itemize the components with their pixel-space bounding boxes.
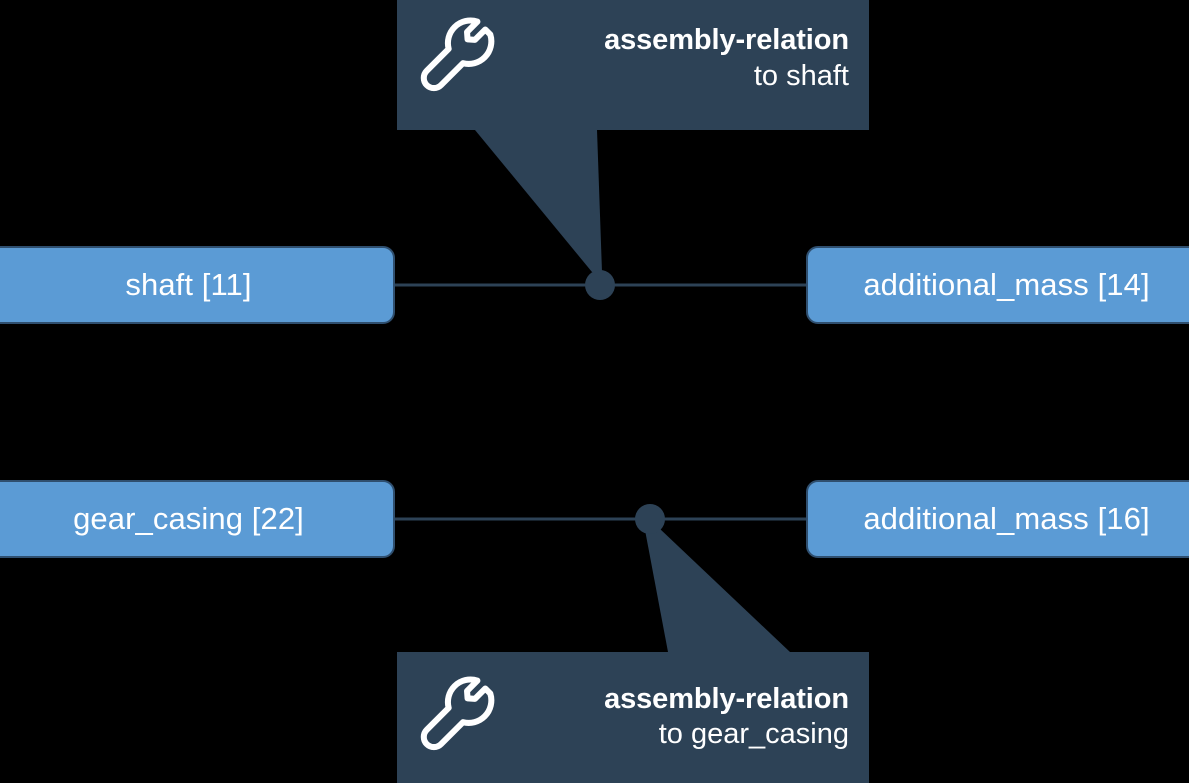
node-additional-mass-16[interactable]: additional_mass [16] xyxy=(806,480,1189,558)
node-label: shaft [11] xyxy=(125,267,252,302)
tooltip-text: assembly-relation to shaft xyxy=(503,24,853,94)
wrench-icon xyxy=(420,17,495,92)
tooltip-subtitle: to gear_casing xyxy=(658,718,849,751)
callout-tail-gear-casing xyxy=(645,528,790,652)
edge-dot-gear-casing[interactable] xyxy=(635,504,665,534)
tooltip-assembly-relation-gear-casing: assembly-relation to gear_casing xyxy=(397,652,869,783)
callout-tail-shaft xyxy=(475,130,602,272)
tooltip-title: assembly-relation xyxy=(604,682,849,715)
tooltip-assembly-relation-shaft: assembly-relation to shaft xyxy=(397,0,869,130)
node-label: additional_mass [14] xyxy=(863,267,1150,302)
tooltip-title: assembly-relation xyxy=(604,24,849,57)
node-shaft[interactable]: shaft [11] xyxy=(0,246,395,324)
tooltip-text: assembly-relation to gear_casing xyxy=(503,683,853,753)
node-additional-mass-14[interactable]: additional_mass [14] xyxy=(806,246,1189,324)
node-gear-casing[interactable]: gear_casing [22] xyxy=(0,480,395,558)
node-label: gear_casing [22] xyxy=(73,501,304,536)
node-label: additional_mass [16] xyxy=(863,501,1150,536)
edge-dot-shaft[interactable] xyxy=(585,270,615,300)
tooltip-subtitle: to shaft xyxy=(753,59,849,92)
wrench-icon xyxy=(420,676,495,750)
